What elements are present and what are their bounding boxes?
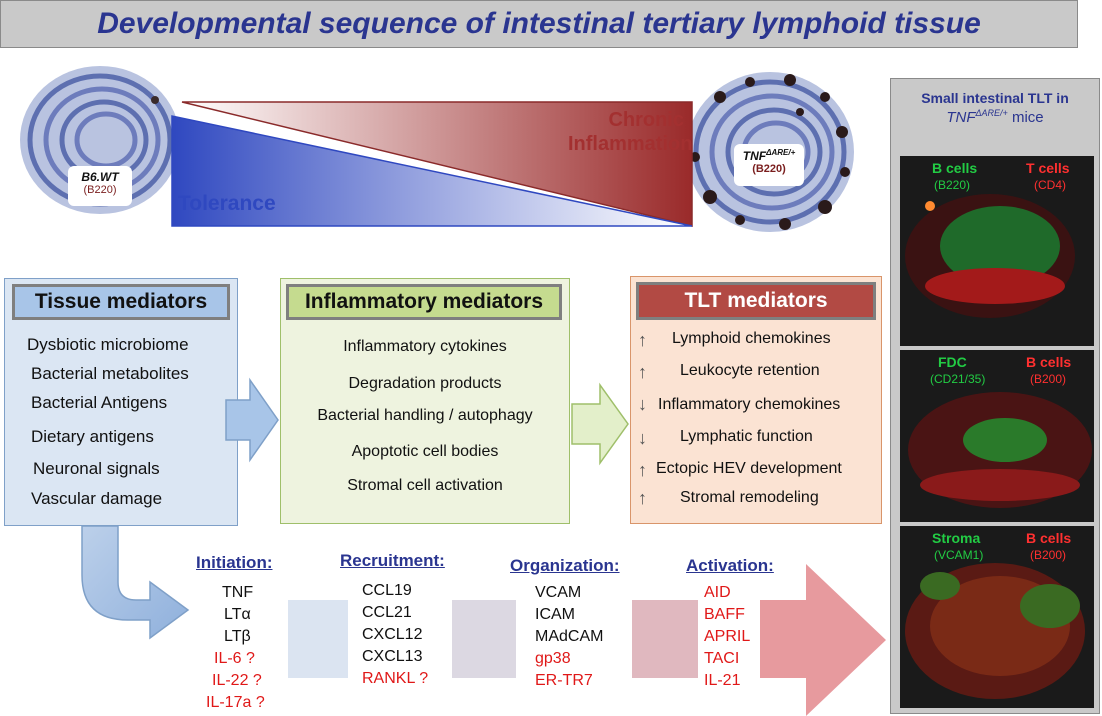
initiation-item: LTα — [224, 606, 251, 623]
tlt-item: Lymphoid chemokines — [672, 330, 831, 347]
arrow-down-icon: ↓ — [638, 428, 647, 448]
micrograph-stroma — [900, 526, 1094, 708]
micro2-left-sub: (CD21/35) — [930, 372, 986, 386]
tolerance-label: Tolerance — [178, 192, 276, 215]
micro1-left-sub: (B220) — [934, 178, 971, 192]
flow-arrows — [81, 377, 886, 716]
organization-item: ER-TR7 — [535, 672, 593, 689]
micro2-right-sub: (B200) — [1030, 372, 1067, 386]
stage-organization-title: Organization: — [510, 556, 620, 575]
tissue-item: Dysbiotic microbiome — [27, 335, 189, 354]
stage-activation-title: Activation: — [686, 556, 774, 575]
organization-item: gp38 — [535, 650, 571, 667]
recruitment-item: RANKL ? — [362, 670, 429, 687]
initiation-item: TNF — [222, 584, 254, 601]
tolerance-triangle — [171, 115, 693, 227]
inflammatory-item: Degradation products — [348, 375, 502, 392]
page-title: Developmental sequence of intestinal ter… — [97, 7, 981, 40]
panel-title-line1: Small intestinal TLT in — [921, 90, 1069, 106]
tlt-item: Ectopic HEV development — [656, 460, 842, 477]
arrow-right-icon — [225, 377, 279, 463]
arrow-right-icon — [571, 382, 629, 466]
bend-arrow — [81, 525, 190, 640]
tissue-mediators-title: Tissue mediators — [12, 284, 230, 320]
micro3-right-label: B cells — [1026, 530, 1072, 546]
arrow-up-icon: ↑ — [638, 488, 647, 508]
arrow-down-icon: ↓ — [638, 394, 647, 414]
micro1-right-label: T cells — [1026, 160, 1070, 176]
tlt-item: Stromal remodeling — [680, 489, 819, 506]
micro2-right-label: B cells — [1026, 354, 1072, 370]
activation-item: APRIL — [704, 628, 751, 645]
big-activation-arrow — [760, 564, 886, 716]
activation-item: IL-21 — [704, 672, 741, 689]
stage-initiation-title: Initiation: — [196, 553, 273, 572]
micro3-right-sub: (B200) — [1030, 548, 1067, 562]
micro3-left-label: Stroma — [932, 530, 981, 546]
tissue-item: Dietary antigens — [31, 427, 154, 446]
organization-item: VCAM — [535, 584, 582, 601]
inflammatory-item: Bacterial handling / autophagy — [317, 407, 533, 424]
initiation-item: LTβ — [224, 628, 251, 645]
wt-label-box: B6.WT (B220) — [68, 166, 132, 206]
micro2-left-label: FDC — [938, 354, 967, 370]
tlt-item: Leukocyte retention — [680, 362, 820, 379]
arrow-up-icon: ↑ — [638, 460, 647, 480]
tissue-item: Neuronal signals — [33, 459, 160, 478]
inflammatory-item: Apoptotic cell bodies — [351, 443, 499, 460]
stage-recruitment-title: Recruitment: — [340, 551, 445, 570]
tissue-item: Vascular damage — [31, 489, 163, 508]
tnf-sub: (B220) — [752, 163, 786, 175]
initiation-item: IL-6 ? — [214, 650, 255, 667]
panel-title-line2: TNFΔARE/+ mice — [946, 108, 1044, 126]
inflammation-label: Chronic Inflammation — [568, 109, 693, 155]
micro3-left-sub: (VCAM1) — [934, 548, 984, 562]
tlt-item: Inflammatory chemokines — [658, 396, 841, 413]
micro1-right-sub: (CD4) — [1034, 178, 1066, 192]
activation-item: BAFF — [704, 606, 745, 623]
micro1-left-label: B cells — [932, 160, 978, 176]
organization-item: MAdCAM — [535, 628, 604, 645]
micrograph-fdc — [900, 350, 1094, 522]
tnf-label-box: TNFΔARE/+ (B220) — [734, 144, 804, 186]
arrow-up-icon: ↑ — [638, 330, 647, 350]
inflammatory-item: Stromal cell activation — [347, 477, 503, 494]
recruitment-item: CXCL13 — [362, 648, 423, 665]
initiation-item: IL-22 ? — [212, 672, 262, 689]
tissue-item: Bacterial Antigens — [31, 393, 168, 412]
tlt-item: Lymphatic function — [680, 428, 813, 445]
wt-label: B6.WT — [81, 170, 119, 184]
activation-item: TACI — [704, 650, 740, 667]
micrograph-bt — [900, 156, 1094, 346]
organization-item: ICAM — [535, 606, 575, 623]
initiation-item: IL-17a ? — [206, 694, 265, 711]
inflammation-triangle — [181, 101, 693, 227]
wt-sub: (B220) — [83, 184, 117, 196]
recruitment-item: CCL19 — [362, 582, 412, 599]
arrow-up-icon: ↑ — [638, 362, 647, 382]
inflammatory-item: Inflammatory cytokines — [343, 338, 507, 355]
tlt-mediators-title: TLT mediators — [636, 282, 876, 320]
recruitment-item: CXCL12 — [362, 626, 423, 643]
tnf-label: TNFΔARE/+ — [742, 148, 796, 163]
tissue-item: Bacterial metabolites — [31, 364, 189, 383]
recruitment-item: CCL21 — [362, 604, 412, 621]
inflammatory-mediators-title: Inflammatory mediators — [286, 284, 562, 320]
title-bar: Developmental sequence of intestinal ter… — [0, 0, 1078, 48]
activation-item: AID — [704, 584, 731, 601]
